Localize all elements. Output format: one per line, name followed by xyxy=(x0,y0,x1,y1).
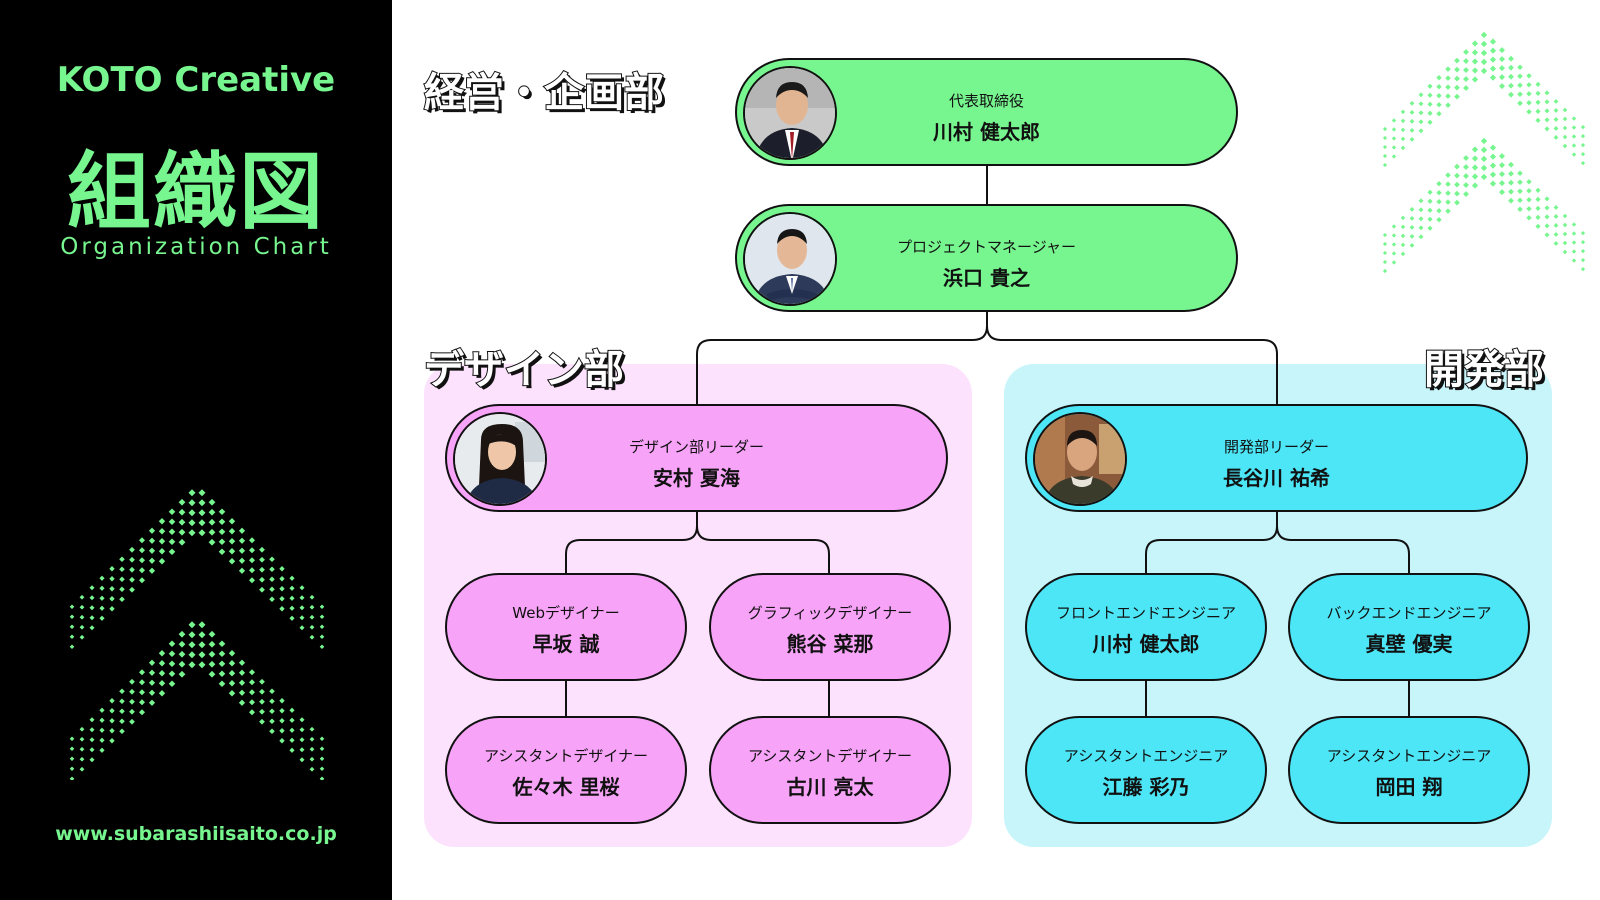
dev-leader-card[interactable]: 開発部リーダー 長谷川 祐希 xyxy=(1025,404,1528,512)
project-manager-name: 浜口 貴之 xyxy=(943,266,1030,290)
project-manager-role: プロジェクトマネージャー xyxy=(897,238,1076,256)
graphic-designer-name: 熊谷 菜那 xyxy=(786,632,874,656)
frontend-engineer-role: フロントエンドエンジニア xyxy=(1055,604,1236,622)
graphic-designer-role: グラフィックデザイナー xyxy=(747,604,913,622)
assistant-designer-1-role: アシスタントデザイナー xyxy=(483,747,649,765)
assistant-engineer-2-card[interactable]: アシスタントエンジニア 岡田 翔 xyxy=(1288,716,1530,824)
page-title: 組織図 xyxy=(66,143,325,241)
assistant-engineer-2-name: 岡田 翔 xyxy=(1375,775,1443,799)
page-subtitle: Organization Chart xyxy=(60,234,332,260)
ceo-card[interactable]: 代表取締役 川村 健太郎 xyxy=(735,58,1238,166)
backend-engineer-card[interactable]: バックエンドエンジニア 真壁 優実 xyxy=(1288,573,1530,681)
assistant-designer-2-role: アシスタントデザイナー xyxy=(747,747,913,765)
frontend-engineer-card[interactable]: フロントエンドエンジニア 川村 健太郎 xyxy=(1025,573,1267,681)
dev-leader-role: 開発部リーダー xyxy=(1223,438,1329,456)
management-department-label: 経営・企画部 xyxy=(423,69,665,117)
sidebar: KOTO Creative 組織図 Organization Chart www… xyxy=(0,0,392,900)
web-designer-name: 早坂 誠 xyxy=(532,632,600,656)
web-designer-card[interactable]: Webデザイナー 早坂 誠 xyxy=(445,573,687,681)
web-designer-role: Webデザイナー xyxy=(512,604,620,622)
website-link[interactable]: www.subarashiisaito.co.jp xyxy=(55,823,337,845)
brand-name: KOTO Creative xyxy=(56,60,336,100)
assistant-designer-2-name: 古川 亮太 xyxy=(786,775,874,799)
ceo-avatar xyxy=(743,66,837,160)
dev-department-label: 開発部 xyxy=(1423,346,1545,394)
backend-engineer-role: バックエンドエンジニア xyxy=(1326,604,1492,622)
design-leader-avatar xyxy=(453,412,547,506)
dotted-chevron-decoration-top-right xyxy=(1382,31,1586,274)
design-leader-name: 安村 夏海 xyxy=(653,466,740,490)
backend-engineer-name: 真壁 優実 xyxy=(1365,632,1453,656)
ceo-name: 川村 健太郎 xyxy=(933,120,1040,144)
assistant-engineer-2-role: アシスタントエンジニア xyxy=(1326,747,1492,765)
assistant-engineer-1-role: アシスタントエンジニア xyxy=(1063,747,1229,765)
dotted-chevron-decoration xyxy=(69,489,325,780)
assistant-designer-1-name: 佐々木 里桜 xyxy=(512,775,620,799)
design-leader-card[interactable]: デザイン部リーダー 安村 夏海 xyxy=(445,404,948,512)
design-department-label: デザイン部 xyxy=(423,346,625,394)
dev-leader-name: 長谷川 祐希 xyxy=(1223,466,1330,490)
project-manager-card[interactable]: プロジェクトマネージャー 浜口 貴之 xyxy=(735,204,1238,312)
assistant-designer-1-card[interactable]: アシスタントデザイナー 佐々木 里桜 xyxy=(445,716,687,824)
assistant-engineer-1-name: 江藤 彩乃 xyxy=(1102,775,1190,799)
assistant-engineer-1-card[interactable]: アシスタントエンジニア 江藤 彩乃 xyxy=(1025,716,1267,824)
project-manager-avatar xyxy=(743,212,837,306)
assistant-designer-2-card[interactable]: アシスタントデザイナー 古川 亮太 xyxy=(709,716,951,824)
graphic-designer-card[interactable]: グラフィックデザイナー 熊谷 菜那 xyxy=(709,573,951,681)
design-leader-role: デザイン部リーダー xyxy=(628,438,764,456)
frontend-engineer-name: 川村 健太郎 xyxy=(1092,632,1200,656)
ceo-role: 代表取締役 xyxy=(948,92,1024,110)
